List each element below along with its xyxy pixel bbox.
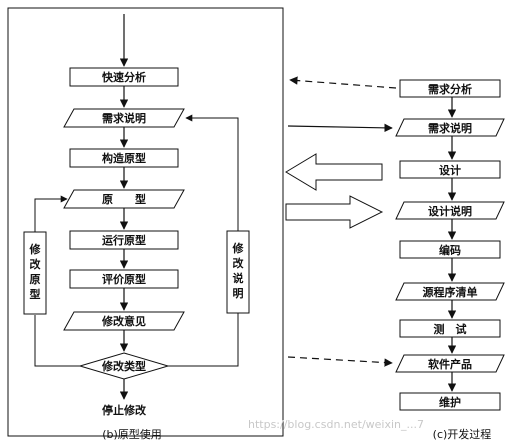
software-product-parallelogram: 软件产品 [395,354,505,373]
source-listing-parallelogram: 源程序清单 [395,282,505,301]
testing-box: 测 试 [399,319,501,338]
build-prototype-box: 构造原型 [69,148,179,168]
stop-modify-label: 停止修改 [102,403,147,417]
feedback-arrow-left [34,195,68,232]
arrow-to-requirement-spec [287,123,393,133]
design-box: 设计 [399,160,501,179]
modify-prototype-char: 修 [29,242,42,256]
modify-spec-char: 明 [233,287,244,300]
design-spec-label: 设计说明 [428,204,472,218]
modify-type-diamond: 修改类型 [78,352,170,380]
dev-process-caption: (c)开发过程 [433,427,492,441]
req-spec-label: 需求说明 [102,111,146,125]
software-product-label: 软件产品 [428,357,472,371]
prototype-panel-caption: (b)原型使用 [102,427,162,441]
quick-analysis-box: 快速分析 [69,67,179,87]
coding-label: 编码 [439,243,461,257]
watermark-text: https://blog.csdn.net/weixin_...7 [248,418,424,431]
requirement-analysis-label: 需求分析 [428,82,472,96]
modify-prototype-char: 原 [30,273,41,286]
quick-analysis-label: 快速分析 [101,70,146,84]
requirement-spec-label: 需求说明 [428,121,472,135]
modify-spec-char: 修 [232,241,245,255]
modify-type-label: 修改类型 [101,359,146,373]
modify-prototype-char: 改 [30,257,42,271]
requirement-spec-parallelogram: 需求说明 [395,118,505,137]
modify-opinion-label: 修改意见 [101,314,146,328]
prototype-label: 原 型 [102,192,146,206]
modify-prototype-char: 型 [30,287,41,301]
block-arrow-to-prototype [285,153,383,191]
requirement-analysis-box: 需求分析 [399,79,501,98]
modify-opinion-parallelogram: 修改意见 [63,311,185,331]
prototype-panel-frame [7,7,284,437]
dashed-arrow-to-prototype [289,76,397,89]
feedback-arrow-right [185,114,239,231]
run-prototype-label: 运行原型 [102,233,146,247]
req-spec-parallelogram: 需求说明 [63,108,185,128]
evaluate-prototype-label: 评价原型 [102,272,146,286]
source-listing-label: 源程序清单 [423,285,478,299]
modify-spec-char: 改 [233,256,245,270]
evaluate-prototype-box: 评价原型 [69,269,179,289]
block-arrow-to-design-spec [285,195,384,229]
maintenance-label: 维护 [439,395,461,409]
modify-prototype-side-box: 修 改 原 型 [23,231,47,315]
modify-spec-char: 说 [233,271,244,285]
design-label: 设计 [439,163,461,177]
prototype-parallelogram: 原 型 [63,189,185,209]
feedback-line-right [168,313,239,367]
design-spec-parallelogram: 设计说明 [395,201,505,220]
run-prototype-box: 运行原型 [69,230,179,250]
testing-label: 测 试 [434,322,467,336]
feedback-line-left [34,315,80,367]
modify-spec-side-box: 修 改 说 明 [226,230,250,314]
maintenance-box: 维护 [399,392,501,411]
coding-box: 编码 [399,240,501,259]
build-prototype-label: 构造原型 [102,151,146,165]
dashed-arrow-to-software-product [287,356,393,367]
